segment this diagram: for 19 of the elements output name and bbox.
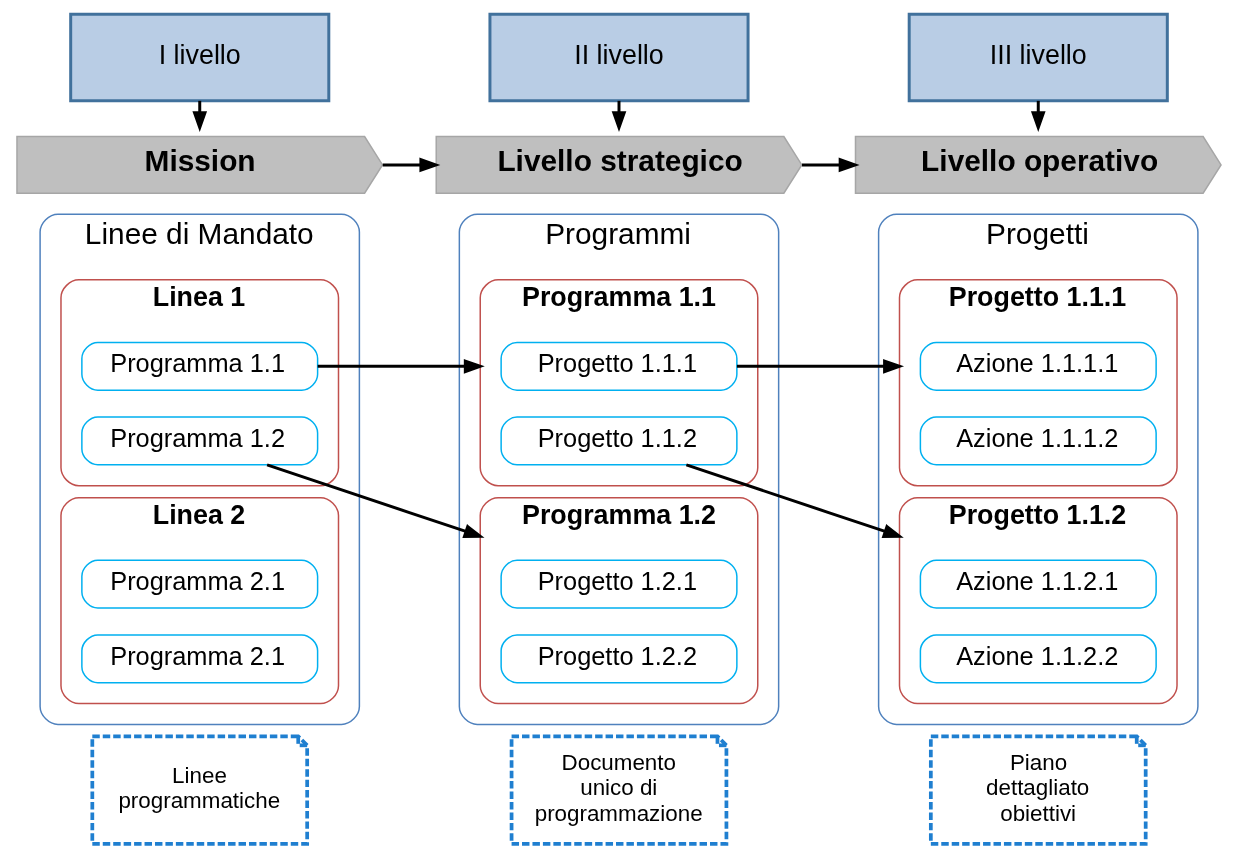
node-box: Azione 1.1.2.2: [919, 634, 1157, 684]
node-box: Azione 1.1.1.1: [919, 341, 1157, 391]
arrow: [382, 157, 440, 173]
arrow: [801, 157, 860, 173]
arrow: [736, 359, 904, 374]
arrow: [317, 359, 485, 374]
node-box: Programma 1.1: [80, 341, 318, 391]
node-box: Azione 1.1.1.2: [919, 416, 1157, 466]
node-box: I livello: [68, 12, 330, 103]
node-box: Progetto 1.2.2: [499, 634, 738, 684]
node-box: Progetto 1.1.2: [499, 416, 738, 466]
node-box: II livello: [487, 12, 750, 103]
node-box: Programma 2.1: [80, 634, 318, 684]
node-box: Programma 1.2: [80, 416, 318, 466]
node-box: Progetto 1.2.1: [499, 559, 738, 609]
node-box: Programma 2.1: [80, 559, 318, 609]
node-box: Progetto 1.1.1: [499, 341, 738, 391]
node-box: III livello: [907, 12, 1169, 103]
node-box: Azione 1.1.2.1: [919, 559, 1157, 609]
